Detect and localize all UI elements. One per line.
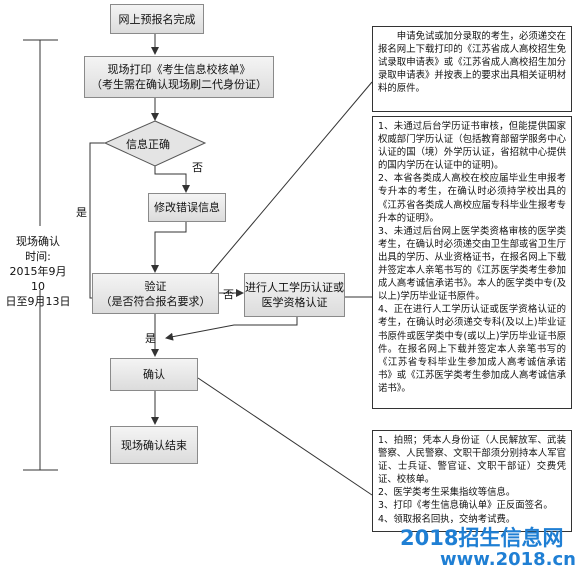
label-yes-skip: 是 xyxy=(76,206,87,219)
note-confirm-steps: 1、拍照；凭本人身份证（人民解放军、武装警察、人民警察、文职干部须分别持本人军官… xyxy=(372,430,572,532)
watermark-title: 2018招生信息网 xyxy=(400,526,564,550)
note-certification: 1、未通过后台学历证书审核，但能提供国家权威部门学历认证（包括教育部留学服务中心… xyxy=(372,116,572,409)
step-print-label: 现场打印《考生信息校核单》 xyxy=(107,63,251,76)
label-yes-confirm: 是 xyxy=(145,332,156,345)
note-item-2: 2、本省各类成人高校在校应届毕业生申报考专升本的考生，在确认时必须持学校出具的《… xyxy=(378,173,566,224)
pointer-top-note xyxy=(209,81,373,275)
step-confirm-label: 确认 xyxy=(143,368,165,381)
pointer-bottom-note xyxy=(197,377,373,496)
step-verify-note: （是否符合报名要求） xyxy=(100,294,211,308)
step-confirm: 确认 xyxy=(110,358,198,391)
note-confirm-2: 2、医学类考生采集指纹等信息。 xyxy=(378,487,516,499)
step-verify: 验证 （是否符合报名要求） xyxy=(92,273,219,314)
side-label-line3: 2015年9月10 xyxy=(9,265,67,293)
note-confirm-4: 4、领取报名回执，交纳考试费。 xyxy=(378,513,516,525)
step-online-signup: 网上预报名完成 xyxy=(110,4,204,34)
decision-info-label: 信息正确 xyxy=(126,138,170,151)
note-confirm-1: 1、拍照；凭本人身份证（人民解放军、武装警察、人民警察、文职干部须分别持本人军官… xyxy=(378,435,566,486)
note-confirm-3: 3、打印《考生信息确认单》正反面签名。 xyxy=(378,500,553,512)
step-fix-label: 修改错误信息 xyxy=(154,201,220,214)
step-end-label: 现场确认结束 xyxy=(121,438,187,452)
step-manual-label-2: 医学资格认证 xyxy=(261,296,328,309)
step-verify-label: 验证 xyxy=(144,279,167,293)
note-item-1: 1、未通过后台学历证书审核，但能提供国家权威部门学历认证（包括教育部留学服务中心… xyxy=(378,121,566,172)
step-end: 现场确认结束 xyxy=(110,426,198,464)
step-manual-certification: 进行人工学历认证或 医学资格认证 xyxy=(244,273,345,317)
note-item-3: 3、未通过后台网上医学类资格审核的医学类考生，在确认时必须递交由卫生部或省卫生厅… xyxy=(378,225,566,303)
decision-diamond xyxy=(103,120,207,167)
arrow-fix-to-verify xyxy=(151,222,187,273)
step-print-note: （考生需在确认现场刷二代身份证） xyxy=(91,78,267,91)
side-label-line2: 时间: xyxy=(25,250,51,263)
side-time-label: 现场确认 时间: 2015年9月10 日至9月13日 xyxy=(3,234,73,309)
arrow-decision-no xyxy=(154,166,190,193)
note-item-4: 4、正在进行人工学历认证或医学资格认证的考生，在确认时必须递交专科(及以上)毕业… xyxy=(378,304,566,394)
step-print-checklist: 现场打印《考生信息校核单》 （考生需在确认现场刷二代身份证） xyxy=(84,56,274,98)
note-exemption-text: 申请免试或加分录取的考生，必须递交在报名网上下载打印的《江苏省成人高校招生免试录… xyxy=(378,31,566,95)
arrow-manual-to-confirm xyxy=(165,317,298,341)
label-no-verify: 否 xyxy=(223,288,234,301)
watermark-url: www.2018.cn xyxy=(440,549,576,570)
note-exemption: 申请免试或加分录取的考生，必须递交在报名网上下载打印的《江苏省成人高校招生免试录… xyxy=(372,26,572,112)
step-manual-label: 进行人工学历认证或 xyxy=(245,281,344,294)
step-online-label: 网上预报名完成 xyxy=(118,12,196,26)
side-label-line1: 现场确认 xyxy=(16,235,60,248)
label-no-fix: 否 xyxy=(192,161,203,174)
step-fix-info: 修改错误信息 xyxy=(148,193,226,222)
side-label-line4: 日至9月13日 xyxy=(5,295,71,308)
